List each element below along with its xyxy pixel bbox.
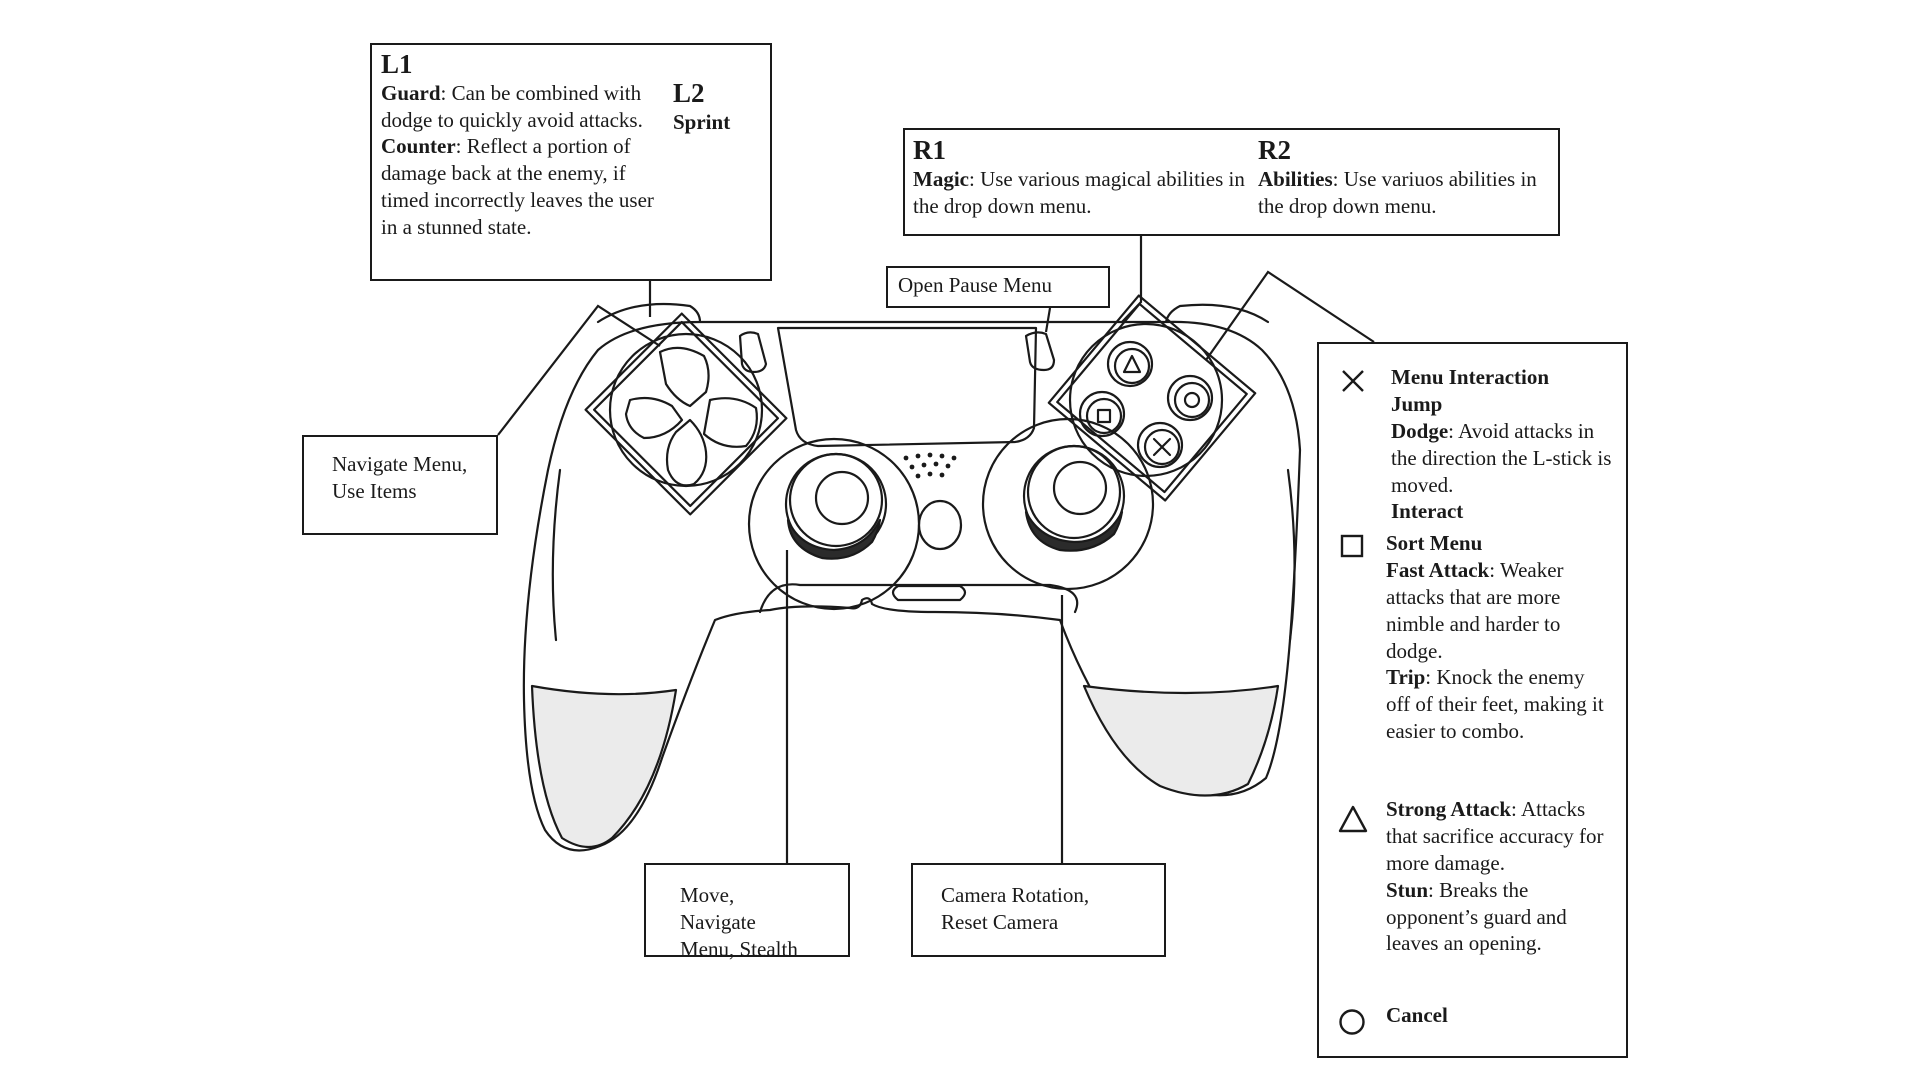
l2-section: L2 Sprint <box>673 78 768 136</box>
right-stick-line2: Reset Camera <box>941 909 1059 934</box>
l2-header: L2 <box>673 78 705 108</box>
touchpad <box>776 326 1038 448</box>
right-grip-shade <box>1082 684 1280 797</box>
dpad-highlight <box>584 312 788 516</box>
l1-counter-desc: Counter: Reflect a portion of damage bac… <box>381 133 666 241</box>
triangle-strong-term: Strong Attack <box>1386 797 1512 821</box>
dpad-callout: Navigate Menu, Use Items <box>302 435 498 535</box>
r1-section: R1 Magic: Use various magical abilities … <box>913 135 1253 220</box>
options-callout: Open Pause Menu <box>886 266 1110 308</box>
square-section: Sort Menu Fast Attack: Weaker attacks th… <box>1386 530 1612 745</box>
r1-magic-term: Magic <box>913 166 969 191</box>
left-stick-line1: Move, Navigate <box>680 883 756 934</box>
l1-bumper <box>596 302 702 324</box>
options-leader <box>1044 307 1052 333</box>
left-stick-well <box>747 437 921 611</box>
center-bar <box>891 584 967 602</box>
r1-magic-text: : Use various magical abilities in the d… <box>913 166 1245 218</box>
cross-dodge-term: Dodge <box>1391 418 1449 443</box>
circle-cancel: Cancel <box>1386 1003 1448 1027</box>
left-stick-line2: Menu, Stealth <box>680 936 798 961</box>
options-label: Open Pause Menu <box>898 273 1052 297</box>
cross-dodge-desc: Dodge: Avoid attacks in the direction th… <box>1391 418 1617 499</box>
dpad-line1: Navigate Menu, <box>332 452 468 476</box>
r2-abilities-desc: Abilities: Use variuos abilities in the … <box>1258 166 1553 220</box>
triangle-stun-text: : Breaks the opponent’s guard and leaves… <box>1386 877 1567 956</box>
triangle-icon <box>1338 805 1368 833</box>
r2-header: R2 <box>1258 135 1291 165</box>
l1-guard-term: Guard <box>381 80 441 105</box>
right-stick <box>1026 444 1122 540</box>
face-leader <box>1205 270 1375 361</box>
square-trip-desc: Trip: Knock the enemy off of their feet,… <box>1386 664 1612 745</box>
dpad <box>624 346 758 487</box>
r-leader <box>1121 236 1143 323</box>
left-stick-callout: Move, Navigate Menu, Stealth <box>644 863 850 961</box>
speaker-grille <box>903 452 957 479</box>
r1-bumper <box>1164 303 1270 324</box>
face-button-triangle-draw <box>1106 340 1154 388</box>
face-button-circle-draw <box>1166 374 1214 422</box>
l1-guard-desc: Guard: Can be combined with dodge to qui… <box>381 80 666 134</box>
face-buttons-callout: Menu Interaction Jump Dodge: Avoid attac… <box>1317 342 1628 1058</box>
l1-header: L1 <box>381 49 413 79</box>
cross-dodge-text: : Avoid attacks in the direction the L-s… <box>1391 418 1612 497</box>
dpad-line2: Use Items <box>332 478 417 503</box>
l1-section: L1 Guard: Can be combined with dodge to … <box>381 49 666 241</box>
cross-icon <box>1342 370 1364 392</box>
l2-action: Sprint <box>673 109 731 134</box>
right-stick-well <box>981 417 1155 591</box>
triangle-section: Strong Attack: Attacks that sacrifice ac… <box>1386 796 1612 957</box>
r2-section: R2 Abilities: Use variuos abilities in t… <box>1258 135 1553 220</box>
cross-interact: Interact <box>1391 499 1464 524</box>
square-icon <box>1340 534 1364 558</box>
square-fast-term: Fast Attack <box>1386 557 1490 582</box>
cross-jump: Jump <box>1391 391 1443 416</box>
circle-icon <box>1339 1009 1365 1035</box>
r1-header: R1 <box>913 135 946 165</box>
right-stick-line1: Camera Rotation, <box>941 883 1090 907</box>
r1-magic-desc: Magic: Use various magical abilities in … <box>913 166 1253 220</box>
cross-section: Menu Interaction Jump Dodge: Avoid attac… <box>1391 364 1617 525</box>
square-menu: Sort Menu <box>1386 531 1483 555</box>
l1-counter-text: : Reflect a portion of damage back at th… <box>381 134 654 240</box>
square-trip-text: : Knock the enemy off of their feet, mak… <box>1386 665 1604 744</box>
square-fast-desc: Fast Attack: Weaker attacks that are mor… <box>1386 557 1612 665</box>
r2-abilities-term: Abilities <box>1258 166 1333 191</box>
triangle-strong-desc: Strong Attack: Attacks that sacrifice ac… <box>1386 796 1612 877</box>
dpad-leader <box>497 304 661 436</box>
l1-l2-callout: L1 Guard: Can be combined with dodge to … <box>370 43 772 281</box>
r1-r2-callout: R1 Magic: Use various magical abilities … <box>903 128 1560 236</box>
face-button-square-draw <box>1078 390 1126 438</box>
triangle-strong-text: : Attacks that sacrifice accuracy for mo… <box>1386 797 1604 875</box>
left-stick <box>788 452 884 548</box>
circle-section: Cancel <box>1386 1002 1612 1029</box>
left-grip-shade <box>530 684 678 849</box>
triangle-stun-term: Stun <box>1386 877 1429 902</box>
r2-abilities-text: : Use variuos abilities in the drop down… <box>1258 166 1537 218</box>
l1-guard-text: : Can be combined with dodge to quickly … <box>381 80 643 132</box>
share-button <box>738 331 768 374</box>
options-button <box>1024 331 1056 372</box>
face-button-cross-draw <box>1136 421 1184 469</box>
square-trip-term: Trip <box>1386 665 1426 690</box>
right-stick-callout: Camera Rotation, Reset Camera <box>911 863 1166 957</box>
square-fast-text: : Weaker attacks that are more nimble an… <box>1386 557 1564 663</box>
triangle-stun-desc: Stun: Breaks the opponent’s guard and le… <box>1386 877 1612 958</box>
l1-counter-term: Counter <box>381 134 456 159</box>
cross-menu: Menu Interaction <box>1391 365 1550 389</box>
face-highlight <box>1047 294 1257 502</box>
